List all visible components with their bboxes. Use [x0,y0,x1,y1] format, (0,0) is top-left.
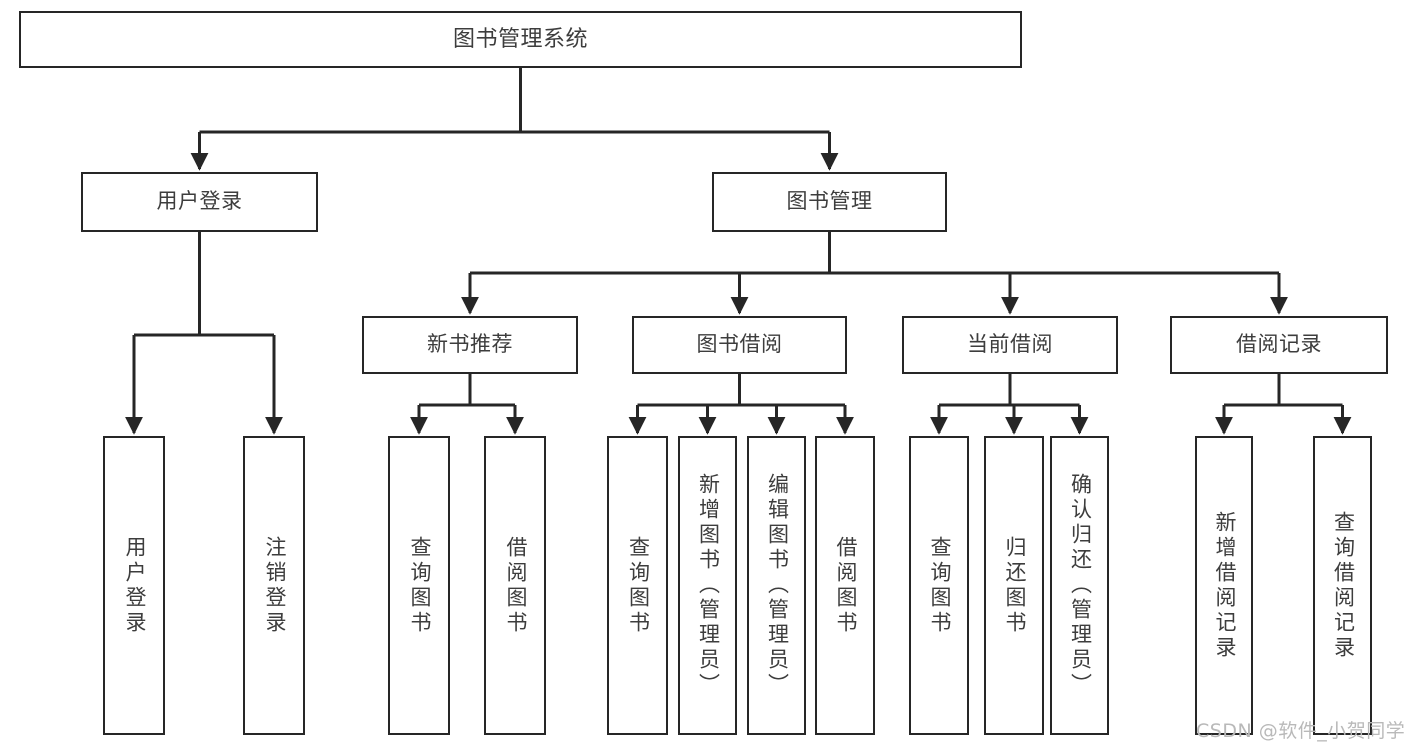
node-query-book-2-label: 查询图书 [626,535,651,636]
node-current-borrow[interactable]: 当前借阅 [902,316,1118,374]
node-user-logout[interactable]: 注销登录 [243,436,305,735]
node-root[interactable]: 图书管理系统 [19,11,1022,68]
watermark: CSDN @软件_小贺同学 [1196,720,1405,742]
node-new-book-recommend[interactable]: 新书推荐 [362,316,578,374]
node-confirm-return-admin-label: 确认归还（管理员） [1068,473,1093,698]
node-return-book-label: 归还图书 [1002,535,1027,636]
node-edit-book-admin-label: 编辑图书（管理员） [765,473,790,698]
node-query-book-3-label: 查询图书 [927,535,952,636]
node-borrow-book-1-label: 借阅图书 [503,535,528,636]
node-confirm-return-admin[interactable]: 确认归还（管理员） [1050,436,1109,735]
node-borrow-record-label: 借阅记录 [1236,332,1322,357]
node-add-borrow-record[interactable]: 新增借阅记录 [1195,436,1253,735]
node-query-book-1[interactable]: 查询图书 [388,436,450,735]
node-add-borrow-record-label: 新增借阅记录 [1212,510,1237,661]
node-borrow-book-2-label: 借阅图书 [833,535,858,636]
node-borrow-book-1[interactable]: 借阅图书 [484,436,546,735]
node-current-borrow-label: 当前借阅 [967,332,1053,357]
node-borrow-record[interactable]: 借阅记录 [1170,316,1388,374]
node-user-login-do[interactable]: 用户登录 [103,436,165,735]
node-user-login[interactable]: 用户登录 [81,172,318,232]
node-add-book-admin-label: 新增图书（管理员） [696,473,721,698]
node-book-manage-label: 图书管理 [786,189,873,214]
node-user-login-label: 用户登录 [156,189,243,214]
node-new-book-recommend-label: 新书推荐 [427,332,513,357]
node-user-logout-label: 注销登录 [262,535,287,636]
node-add-book-admin[interactable]: 新增图书（管理员） [678,436,737,735]
node-edit-book-admin[interactable]: 编辑图书（管理员） [747,436,806,735]
node-query-borrow-record[interactable]: 查询借阅记录 [1313,436,1372,735]
node-query-book-2[interactable]: 查询图书 [607,436,668,735]
node-borrow-book-2[interactable]: 借阅图书 [815,436,875,735]
node-return-book[interactable]: 归还图书 [984,436,1044,735]
node-query-book-1-label: 查询图书 [407,535,432,636]
node-book-manage[interactable]: 图书管理 [712,172,947,232]
node-query-book-3[interactable]: 查询图书 [909,436,969,735]
node-user-login-do-label: 用户登录 [122,535,147,636]
node-book-borrow[interactable]: 图书借阅 [632,316,847,374]
node-book-borrow-label: 图书借阅 [696,332,783,357]
node-root-label: 图书管理系统 [452,26,588,52]
node-query-borrow-record-label: 查询借阅记录 [1331,510,1356,661]
